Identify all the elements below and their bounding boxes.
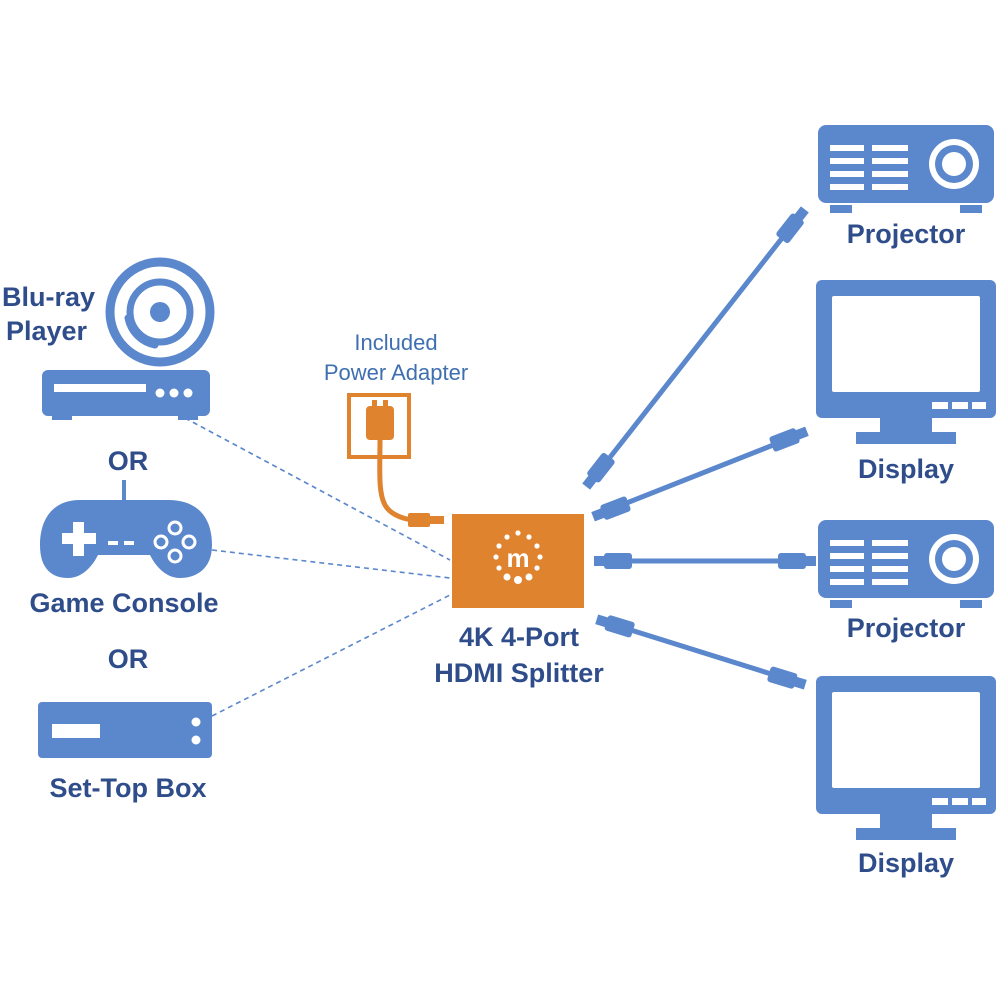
set-top-box-icon — [38, 702, 212, 758]
projector-icon-1 — [818, 125, 994, 213]
source-connections — [184, 417, 451, 717]
bluray-player-icon — [42, 257, 215, 420]
power-adapter-label-line1: Included — [354, 330, 437, 355]
power-adapter-icon — [347, 393, 444, 527]
settop-connection-line — [211, 594, 451, 717]
or-label-1: OR — [108, 446, 149, 476]
display-label-1: Display — [858, 454, 954, 484]
game-console-label: Game Console — [29, 588, 218, 618]
projector-label-1: Projector — [847, 219, 966, 249]
hdmi-cable-icon-3 — [594, 553, 816, 569]
display-monitor-icon-1 — [816, 280, 996, 444]
display-monitor-icon-2 — [816, 676, 996, 840]
hdmi-cable-icon-4 — [595, 614, 807, 690]
hdmi-cable-icon-2 — [591, 426, 809, 522]
display-label-2: Display — [858, 848, 954, 878]
or-label-2: OR — [108, 644, 149, 674]
hdmi-cable-icon-1 — [582, 206, 809, 490]
hdmi-splitter-icon: m — [452, 514, 584, 608]
splitter-label-line2: HDMI Splitter — [434, 658, 604, 688]
power-adapter-label-line2: Power Adapter — [324, 360, 468, 385]
game-console-icon — [40, 480, 212, 578]
projector-label-2: Projector — [847, 613, 966, 643]
splitter-label-line1: 4K 4-Port — [459, 622, 579, 652]
projector-icon-2 — [818, 520, 994, 608]
bluray-label-line1: Blu-ray — [2, 282, 95, 312]
svg-text:m: m — [506, 543, 529, 573]
bluray-label-line2: Player — [6, 316, 88, 346]
set-top-box-label: Set-Top Box — [50, 773, 207, 803]
manhattan-logo-icon: m — [493, 530, 543, 584]
console-connection-line — [211, 549, 451, 579]
